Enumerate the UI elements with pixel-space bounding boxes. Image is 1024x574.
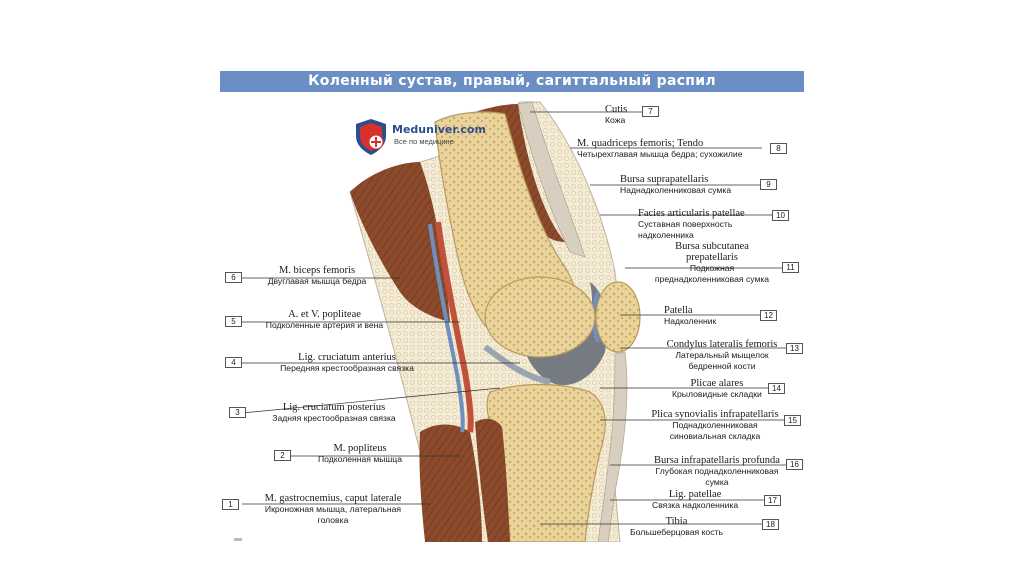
label-tibia: Tibia Большеберцовая кость [630,516,723,538]
label-russian: Кожа [605,115,626,125]
label-number: 1 [222,499,239,510]
label-condylus-lateralis: Condylus lateralis femoris Латеральный м… [660,339,784,372]
joint-cavity [520,282,607,386]
label-number: 8 [770,143,787,154]
label-latin: Tibia [665,516,688,527]
label-russian: Четырехглавая мышца бедра; сухожилие [577,149,743,159]
label-russian: Большеберцовая кость [630,527,723,537]
label-anterior-cruciate: Lig. cruciatum anterius Передняя крестоо… [262,352,432,374]
label-number: 11 [782,262,799,273]
patella [595,281,641,353]
label-latin: Lig. patellae [668,489,722,500]
label-russian: Подколенные артерия и вена [265,320,384,330]
cruciate-ligaments [483,344,551,385]
label-number: 7 [642,106,659,117]
label-patella: Patella Надколенник [664,305,716,327]
label-bursa-suprapatellaris: Bursa suprapatellaris Наднадколенниковая… [620,174,731,196]
label-russian: Подколенная мышца [317,454,402,464]
label-number: 2 [274,450,291,461]
label-latin: Cutis [605,104,628,115]
label-latin: Facies articularis patellae [638,208,745,219]
label-russian: Связка надколенника [652,500,739,510]
label-quadriceps: M. quadriceps femoris; Tendo Четырехглав… [577,138,742,160]
label-number: 4 [225,357,242,368]
label-number: 13 [786,343,803,354]
label-number: 5 [225,316,242,327]
popliteus-muscle [475,418,510,542]
footer-divider [234,538,242,541]
label-russian: Двуглавая мышца бедра [267,276,367,286]
label-number: 14 [768,383,785,394]
label-number: 6 [225,272,242,283]
label-latin: Plica synovialis infrapatellaris [651,409,779,420]
label-number: 16 [786,459,803,470]
label-russian: Крыловидные складки [672,389,762,399]
label-bursa-prepatellaris: Bursa subcutanea prepatellaris Подкожная… [646,241,778,285]
quadriceps-tendon [517,101,586,258]
label-number: 10 [772,210,789,221]
label-popliteal-vessels: A. et V. popliteae Подколенные артерия и… [252,309,397,331]
label-latin: M. popliteus [333,443,387,454]
watermark-tagline: Все по медицине [394,137,454,146]
label-russian: Икроножная мышца, латеральная головка [264,504,402,525]
label-gastrocnemius: M. gastrocnemius, caput laterale Икронож… [248,493,418,526]
label-latin: Lig. cruciatum anterius [298,352,396,363]
label-latin: Condylus lateralis femoris [666,339,778,350]
popliteal-vein [428,223,465,433]
label-russian: Передняя крестообразная связка [280,363,414,373]
label-latin: Plicae alares [690,378,744,389]
label-cutis: Cutis Кожа [605,104,627,126]
label-number: 3 [229,407,246,418]
label-latin: M. quadriceps femoris; Tendo [577,138,704,149]
femoral-condyle [484,276,596,358]
label-number: 12 [760,310,777,321]
label-latin: Bursa subcutanea prepatellaris [675,241,749,263]
biceps-femoris-muscle [350,162,450,322]
label-number: 15 [784,415,801,426]
label-russian: Наднадколенниковая сумка [620,185,732,195]
label-plicae-alares: Plicae alares Крыловидные складки [672,378,762,400]
label-russian: Латеральный мыщелок бедренной кости [675,350,769,371]
watermark-logo: Meduniver.com Все по медицине [354,118,486,158]
label-latin: Bursa infrapatellaris profunda [654,455,780,466]
label-number: 9 [760,179,777,190]
label-russian: Глубокая поднадколенниковая сумка [655,466,779,487]
label-russian: Суставная поверхность надколенника [638,219,733,240]
label-latin: Lig. cruciatum posterius [282,402,386,413]
patellar-ligament [597,351,628,542]
gastrocnemius-muscle [419,424,482,542]
label-latin: M. biceps femoris [278,265,356,276]
label-latin: Patella [664,305,693,316]
label-posterior-cruciate: Lig. cruciatum posterius Задняя крестооб… [254,402,414,424]
label-biceps-femoris: M. biceps femoris Двуглавая мышца бедра [252,265,382,287]
figure-title: Коленный сустав, правый, сагиттальный ра… [220,71,804,92]
anatomy-drawing [349,101,641,542]
label-latin: Bursa suprapatellaris [620,174,709,185]
knee-joint-illustration [220,92,804,542]
label-latin: M. gastrocnemius, caput laterale [264,493,402,504]
label-number: 18 [762,519,779,530]
label-number: 17 [764,495,781,506]
label-facies-articularis: Facies articularis patellae Суставная по… [638,208,770,241]
popliteal-artery [435,221,474,433]
label-russian: Надколенник [664,316,717,326]
label-russian: Поднадколенниковая синовиальная складка [669,420,761,441]
watermark-brand: Meduniver.com [392,123,486,136]
label-latin: A. et V. popliteae [288,309,361,320]
label-russian: Подкожная преднадколенниковая сумка [654,263,770,284]
label-popliteus: M. popliteus Подколенная мышца [305,443,415,465]
label-russian: Задняя крестообразная связка [272,413,396,423]
label-bursa-infrapatellaris: Bursa infrapatellaris profunda Глубокая … [650,455,784,488]
shield-icon [356,119,386,155]
label-plica-synovialis: Plica synovialis infrapatellaris Поднадк… [650,409,780,442]
label-lig-patellae: Lig. patellae Связка надколенника [652,489,738,511]
